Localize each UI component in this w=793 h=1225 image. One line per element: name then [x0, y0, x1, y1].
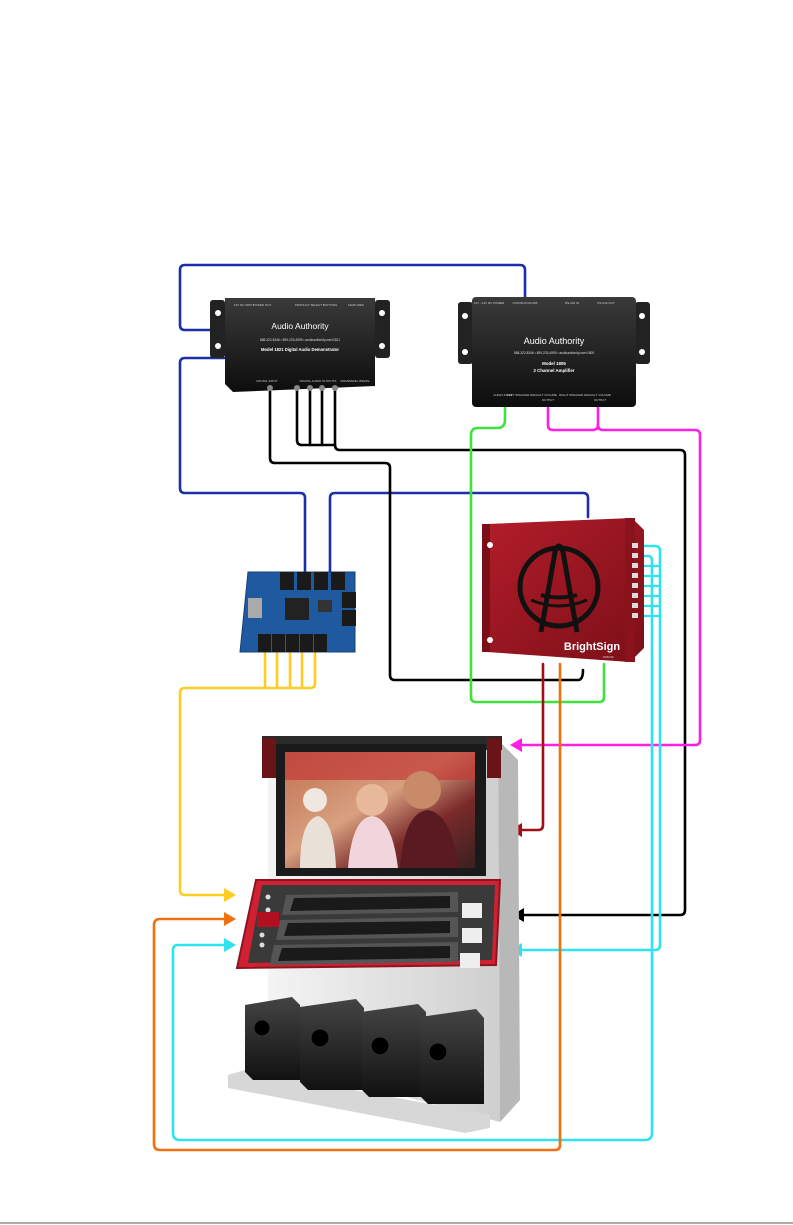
demonstrator-contact: 888-322-8346 • 859-233-4599 • audioautho…: [260, 338, 340, 342]
panel-buttons: [259, 894, 271, 948]
panel-led-display: [257, 912, 279, 927]
subwoofer-2: [300, 999, 364, 1090]
demonstrator-label-features: FEATURES: [348, 303, 364, 307]
subwoofer-1: [245, 997, 300, 1080]
black-wire-demonstrator-player: [268, 386, 585, 682]
board-top-connectors: [280, 572, 345, 590]
demonstrator-model: Model 1821 Digital Audio Demonstrator: [261, 347, 339, 352]
demonstrator-body: [225, 298, 375, 392]
board-bottom-connectors: [258, 634, 327, 652]
darkred-wire-player-display: [518, 662, 545, 832]
control-circuit-board: [239, 571, 356, 653]
player-body: [482, 518, 644, 662]
amp-label-left-volume: LEFT SPEAKER DEFAULT VOLUME: [507, 393, 557, 397]
digital-audio-demonstrator: Audio Authority 888-322-8346 • 859-233-4…: [210, 298, 390, 392]
amp-ear-left: [458, 302, 473, 364]
black-wire-outputs-display: [333, 386, 687, 917]
amplifier-contact: 888-322-8346 • 859-233-4599 • audioautho…: [514, 351, 594, 355]
cyan-wire-player-gpio-b: [171, 554, 654, 1142]
screen-image-people: [285, 752, 475, 868]
blue-wire-demonstrator-amplifier: [178, 263, 527, 332]
player-gpio-ports: [632, 543, 638, 618]
amplifier-brand: Audio Authority: [524, 336, 585, 346]
demonstrator-label-input: DIGITAL INPUT: [256, 379, 277, 383]
demonstrator-brand: Audio Authority: [271, 321, 329, 331]
demonstrator-label-dc: 12V DC INPUT: [234, 303, 255, 307]
stand-base: [228, 1070, 490, 1133]
player-logo-icon: [517, 543, 601, 633]
subwoofer-4: [420, 1009, 484, 1104]
panel-labels: [460, 903, 482, 968]
orange-arrow: [224, 912, 236, 926]
yellow-arrow: [224, 888, 236, 902]
player-rail-left: [482, 524, 490, 652]
top-speaker-left: [262, 738, 276, 778]
board-usb-port: [248, 598, 262, 618]
demonstrator-jacks: [267, 385, 338, 391]
board-chip-small: [318, 600, 332, 612]
wires: [152, 263, 702, 1152]
stand-side: [498, 740, 520, 1122]
demonstrator-label-firmware: FIRMWARE UPDATE: [341, 379, 370, 383]
amp-label-right-output: OUTPUT: [594, 398, 607, 402]
green-wire-amplifier-player: [469, 403, 606, 704]
blue-wire-board-player: [328, 491, 590, 574]
player-brand: BrightSign: [564, 641, 620, 653]
board-side-connectors: [342, 592, 356, 626]
top-speaker-right: [487, 738, 501, 778]
cyan-wire-player-gpio-a: [518, 544, 662, 952]
soundbars: [270, 892, 458, 965]
blue-wire-demonstrator-board: [178, 356, 307, 574]
yellow-wire-branches: [263, 652, 304, 688]
mount-ear-right: [375, 300, 390, 358]
display-fixture: [228, 736, 520, 1133]
amp-label-rs232-in: RS-232 IN: [565, 301, 579, 305]
amp-label-combus: COM BUS RS-485: [512, 301, 537, 305]
amp-label-power: 12V - 24V DC POWER: [474, 301, 506, 305]
brightsign-media-player: BrightSign XD1033: [482, 518, 644, 662]
mount-ear-left: [210, 300, 225, 358]
bottom-edge-line: [0, 1222, 793, 1224]
subwoofer-3: [361, 1004, 426, 1097]
subwoofers: [245, 997, 484, 1104]
amp-label-left-output: OUTPUT: [542, 398, 555, 402]
demonstrator-label-power: POWER OUT: [253, 303, 272, 307]
magenta-wire-speakers: [546, 403, 600, 432]
demonstrator-label-select: PRODUCT SELECT BUTTONS: [295, 303, 337, 307]
amp-ear-right: [635, 302, 650, 364]
two-channel-amplifier: Audio Authority 888-322-8346 • 859-233-4…: [458, 297, 650, 407]
magenta-arrow: [510, 738, 522, 752]
cyan-arrow-left: [224, 938, 236, 952]
black-wire-demonstrator-outputs: [295, 386, 337, 447]
yellow-wire-board-display: [178, 650, 317, 897]
magenta-wire-to-display: [518, 423, 702, 747]
demonstrator-label-outputs: DIGITAL AUDIO OUTPUTS: [300, 379, 337, 383]
amp-label-right-volume: RIGHT SPEAKER DEFAULT VOLUME: [559, 393, 611, 397]
amplifier-model: Model 1805: [542, 361, 566, 366]
board-chip: [285, 598, 309, 620]
orange-wire-player-display: [152, 662, 562, 1152]
amplifier-body: [472, 297, 636, 407]
player-model: XD1033: [603, 655, 614, 659]
player-rail-right: [625, 518, 635, 662]
amp-label-audio-input: AUDIO INPUT: [493, 393, 513, 397]
amp-label-rs232-out: RS-232 OUT: [597, 301, 615, 305]
amplifier-subtitle: 2 Channel Amplifier: [533, 368, 574, 373]
